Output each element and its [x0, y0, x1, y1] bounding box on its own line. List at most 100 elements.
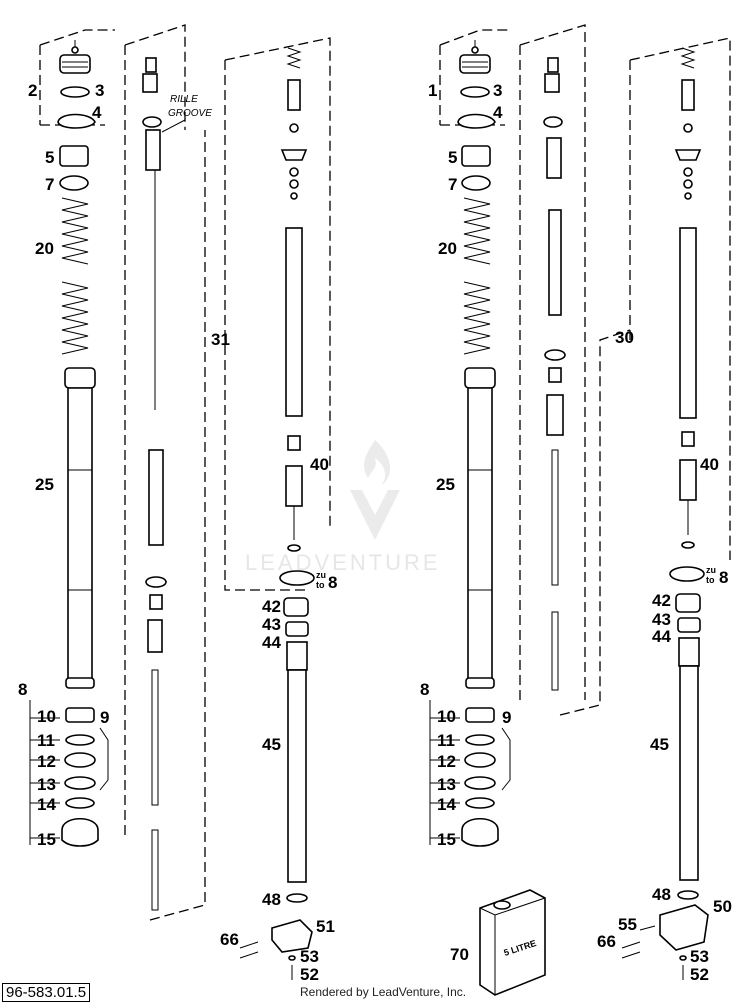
washer-11-left [65, 734, 95, 746]
cartridge-box-left [124, 24, 186, 840]
callout-10-right: 10 [437, 707, 456, 726]
bushing-left [59, 145, 89, 167]
washer-11-right [465, 734, 495, 746]
callout-53-right: 53 [690, 947, 709, 966]
callout-11-right: 11 [437, 731, 455, 750]
spring-left [61, 197, 89, 355]
washer-right [461, 175, 491, 191]
fork-cap-left [59, 40, 91, 74]
to-label-right: to [706, 575, 715, 585]
fork-cap-right [459, 40, 491, 74]
callout-8-zu-left: 8 [328, 573, 337, 592]
callout-25-right: 25 [436, 475, 455, 494]
cartridge-box-right [519, 24, 586, 705]
callout-5-right: 5 [448, 148, 457, 167]
callout-31: 31 [211, 330, 230, 349]
callout-12-right: 12 [437, 752, 456, 771]
washer-48-right [677, 890, 699, 900]
callout-1: 1 [428, 81, 437, 100]
bracket-9-right [501, 727, 511, 791]
callout-55: 55 [618, 915, 637, 934]
callout-30: 30 [615, 328, 634, 347]
callout-44-right: 44 [652, 627, 671, 646]
dust-seal-left [61, 818, 99, 847]
oil-canister: 5 LITRE [479, 889, 546, 996]
callout-45-left: 45 [262, 735, 281, 754]
callout-15-right: 15 [437, 830, 456, 849]
callout-40-right: 40 [700, 455, 719, 474]
callout-8-zu-right: 8 [719, 568, 728, 587]
damper-left [280, 47, 308, 552]
callout-8-left: 8 [18, 680, 27, 699]
diagram-id: 96-583.01.5 [2, 983, 91, 1002]
callout-13-right: 13 [437, 775, 456, 794]
callout-20-right: 20 [438, 239, 457, 258]
callout-20-left: 20 [35, 239, 54, 258]
callout-48-left: 48 [262, 890, 281, 909]
callout-14-right: 14 [437, 795, 456, 814]
washer-53-right [679, 955, 687, 961]
watermark-text: LEADVENTURE [245, 550, 441, 575]
callout-9-right: 9 [502, 708, 511, 727]
bracket-9-left [99, 727, 109, 791]
bolts-66-right [621, 941, 641, 959]
washer-48-left [286, 893, 308, 903]
zu-label-right: zu [706, 565, 716, 575]
nut-42-left [283, 597, 309, 617]
callout-50: 50 [713, 897, 732, 916]
callout-14-left: 14 [37, 795, 56, 814]
callout-4-left: 4 [92, 103, 102, 122]
callout-9-left: 9 [100, 708, 109, 727]
label-groove: GROOVE [168, 108, 212, 119]
callout-7-left: 7 [45, 175, 54, 194]
callout-10-left: 10 [37, 707, 56, 726]
rod-box-left [149, 130, 206, 921]
callout-3-right: 3 [493, 81, 502, 100]
axle-clamp-left [271, 919, 313, 953]
callout-53-left: 53 [300, 947, 319, 966]
ring-14-left [65, 797, 95, 809]
spring-right [463, 197, 491, 355]
callout-48-right: 48 [652, 885, 671, 904]
axle-clamp-right [659, 904, 709, 951]
cartridge-left [142, 57, 167, 911]
bracket-8-right [429, 700, 460, 845]
callout-52-left: 52 [300, 965, 319, 984]
dust-seal-right [461, 818, 499, 847]
seal-12-left [64, 752, 96, 768]
bolts-66-left [239, 941, 259, 959]
callout-11-left: 11 [37, 731, 55, 750]
callout-66-right: 66 [597, 932, 616, 951]
bushing-zu8-left [279, 570, 315, 586]
callout-51: 51 [316, 917, 335, 936]
nut-42-right [675, 593, 701, 613]
outer-tube-left [64, 367, 96, 689]
split-ring-left [57, 113, 96, 129]
damper-box-left [224, 37, 331, 591]
guide-bush-right [465, 707, 495, 723]
callout-25-left: 25 [35, 475, 54, 494]
callout-7-right: 7 [448, 175, 457, 194]
callout-8-right: 8 [420, 680, 429, 699]
guide-bush-left [65, 707, 95, 723]
groove-pointer [161, 119, 186, 133]
leadventure-watermark: LEADVENTURE [245, 440, 441, 575]
zu-label-left: zu [316, 570, 326, 580]
callout-15-left: 15 [37, 830, 56, 849]
callout-13-left: 13 [37, 775, 56, 794]
outer-tube-right [464, 367, 496, 689]
inner-tube-right [678, 637, 700, 881]
callout-40-left: 40 [310, 455, 329, 474]
to-label-left: to [316, 580, 325, 590]
clip-13-right [464, 776, 496, 790]
bracket-8-left [29, 700, 60, 845]
credit-text: Rendered by LeadVenture, Inc. [300, 985, 467, 999]
callout-12-left: 12 [37, 752, 56, 771]
callout-66-left: 66 [220, 930, 239, 949]
oring-left [60, 86, 90, 98]
ring-43-right [677, 617, 701, 633]
clip-13-left [64, 776, 96, 790]
callout-44-left: 44 [262, 633, 281, 652]
callout-70: 70 [450, 945, 469, 964]
callout-2: 2 [28, 81, 37, 100]
